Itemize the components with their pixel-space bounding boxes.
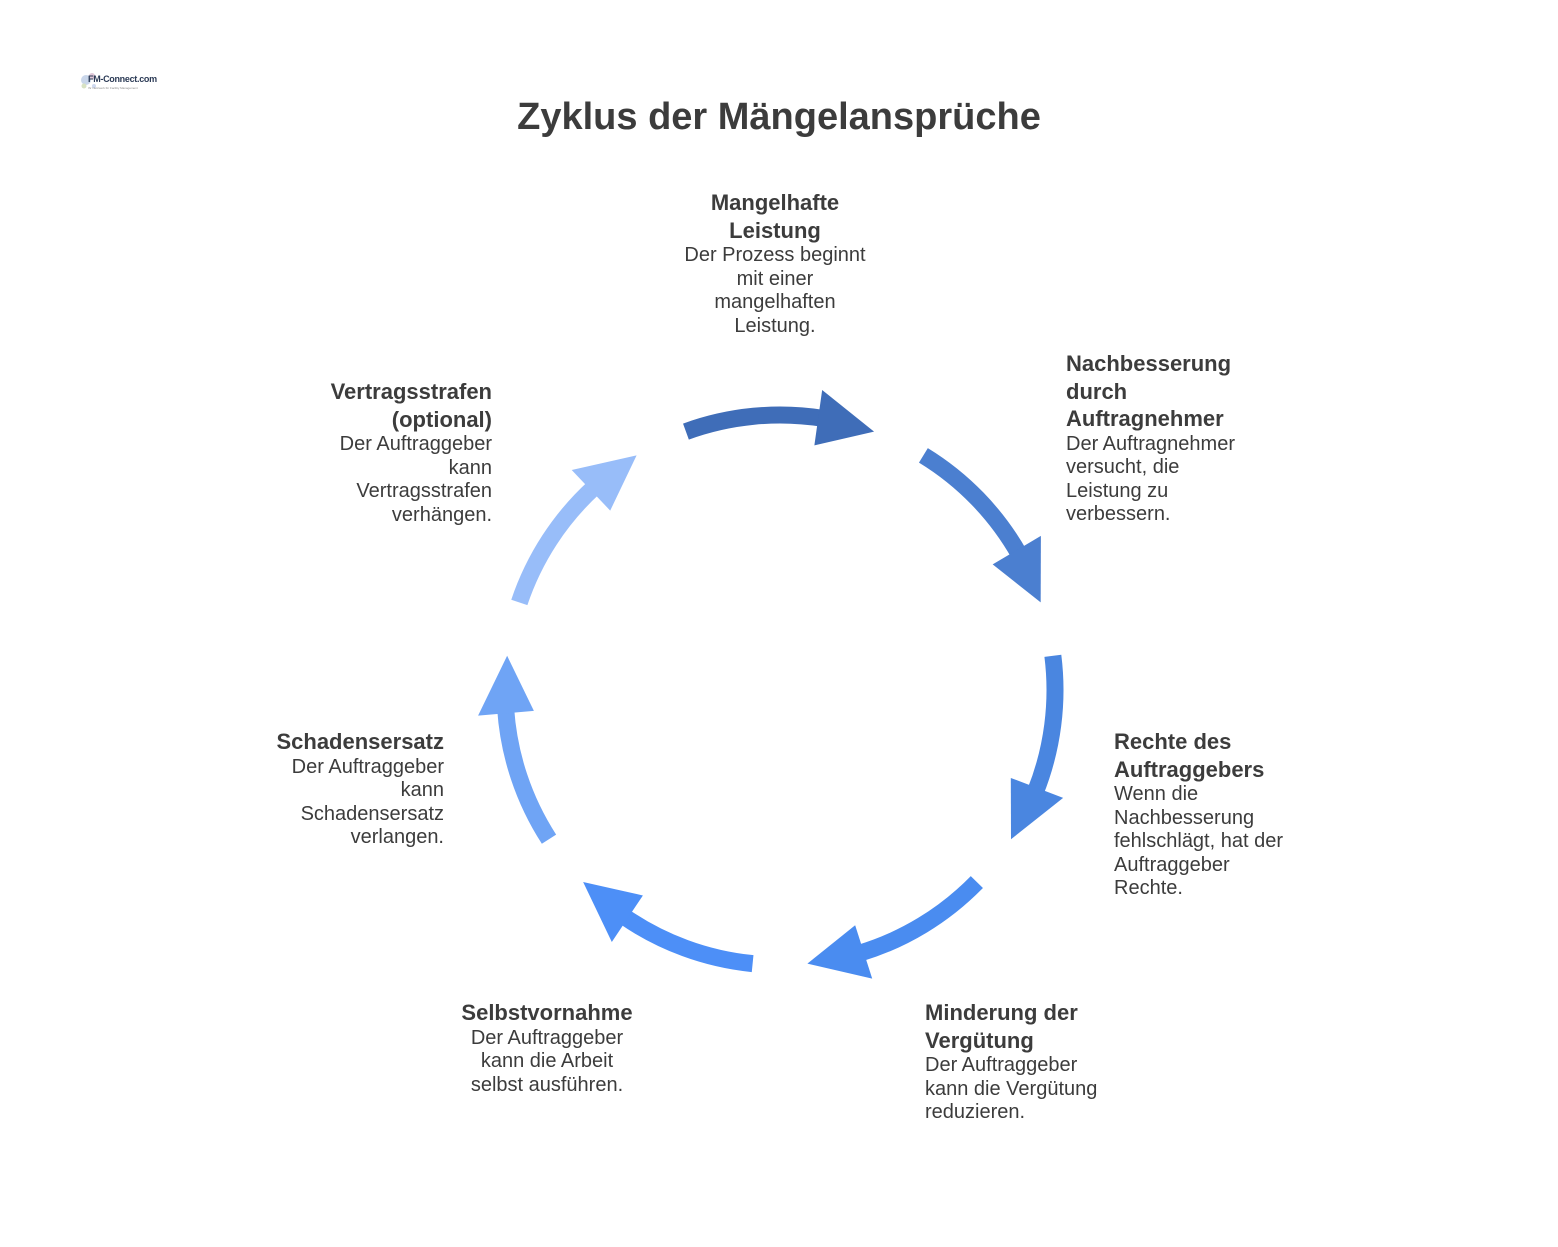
arrow-minderung-verguetung-shaft: [856, 876, 983, 962]
step-heading: Selbstvornahme: [461, 1000, 633, 1025]
step-heading: Vertragsstrafen (optional): [330, 379, 492, 432]
arrow-nachbesserung-head: [992, 535, 1041, 603]
arrow-selbstvornahme-head: [583, 882, 643, 943]
step-schadensersatz: Schadensersatz Der Auftraggeber kann Sch…: [214, 728, 444, 850]
step-description: Wenn die Nachbesserung fehlschlägt, hat …: [1114, 783, 1283, 899]
arrow-schadensersatz-shaft: [497, 707, 557, 844]
logo-subtext: Ihr Netzwerk für Facility Management: [88, 86, 138, 90]
step-mangelhafte-leistung: Mangelhafte Leistung Der Prozess beginnt…: [660, 189, 890, 338]
arrow-vertragsstrafen-shaft: [511, 480, 601, 606]
step-description: Der Auftraggeber kann die Vergütung redu…: [925, 1054, 1098, 1123]
step-description: Der Auftraggeber kann Schadensersatz ver…: [291, 755, 444, 849]
step-description: Der Auftraggeber kann Vertragsstrafen ve…: [339, 433, 492, 526]
arrow-mangelhafte-leistung-head: [814, 389, 875, 446]
step-heading: Minderung der Vergütung: [925, 1000, 1078, 1053]
step-description: Der Auftragnehmer versucht, die Leistung…: [1066, 432, 1235, 526]
step-selbstvornahme: Selbstvornahme Der Auftraggeber kann die…: [432, 999, 662, 1097]
arrow-rechte-auftraggeber-shaft: [1027, 654, 1064, 796]
step-rechte-auftraggeber: Rechte des Auftraggebers Wenn die Nachbe…: [1114, 728, 1344, 901]
arrow-mangelhafte-leistung-shaft: [683, 406, 825, 440]
arrow-vertragsstrafen-head: [571, 455, 637, 511]
step-vertragsstrafen: Vertragsstrafen (optional) Der Auftragge…: [262, 378, 492, 527]
step-heading: Nachbesserung durch Auftragnehmer: [1066, 351, 1232, 431]
step-description: Der Auftraggeber kann die Arbeit selbst …: [470, 1026, 624, 1096]
arrow-selbstvornahme-shaft: [618, 909, 754, 973]
arrow-minderung-verguetung-head: [807, 925, 873, 979]
step-heading: Mangelhafte Leistung: [710, 190, 840, 243]
step-nachbesserung: Nachbesserung durch Auftragnehmer Der Au…: [1066, 350, 1296, 527]
logo-text: FM-Connect.com: [88, 74, 157, 84]
arrow-rechte-auftraggeber-head: [1010, 777, 1064, 840]
step-heading: Schadensersatz: [276, 729, 444, 754]
step-heading: Rechte des Auftraggebers: [1114, 729, 1265, 782]
logo-splash-icon: [81, 73, 96, 89]
arrow-nachbesserung-shaft: [918, 448, 1027, 559]
step-minderung-verguetung: Minderung der Vergütung Der Auftraggeber…: [925, 999, 1155, 1125]
cycle-arrows: [478, 389, 1064, 979]
step-description: Der Prozess beginnt mit einer mangelhaft…: [684, 244, 866, 337]
logo: FM-Connect.com Ihr Netzwerk für Facility…: [78, 66, 157, 96]
page-title: Zyklus der Mängelansprüche: [517, 96, 1041, 138]
arrow-schadensersatz-head: [478, 655, 534, 716]
